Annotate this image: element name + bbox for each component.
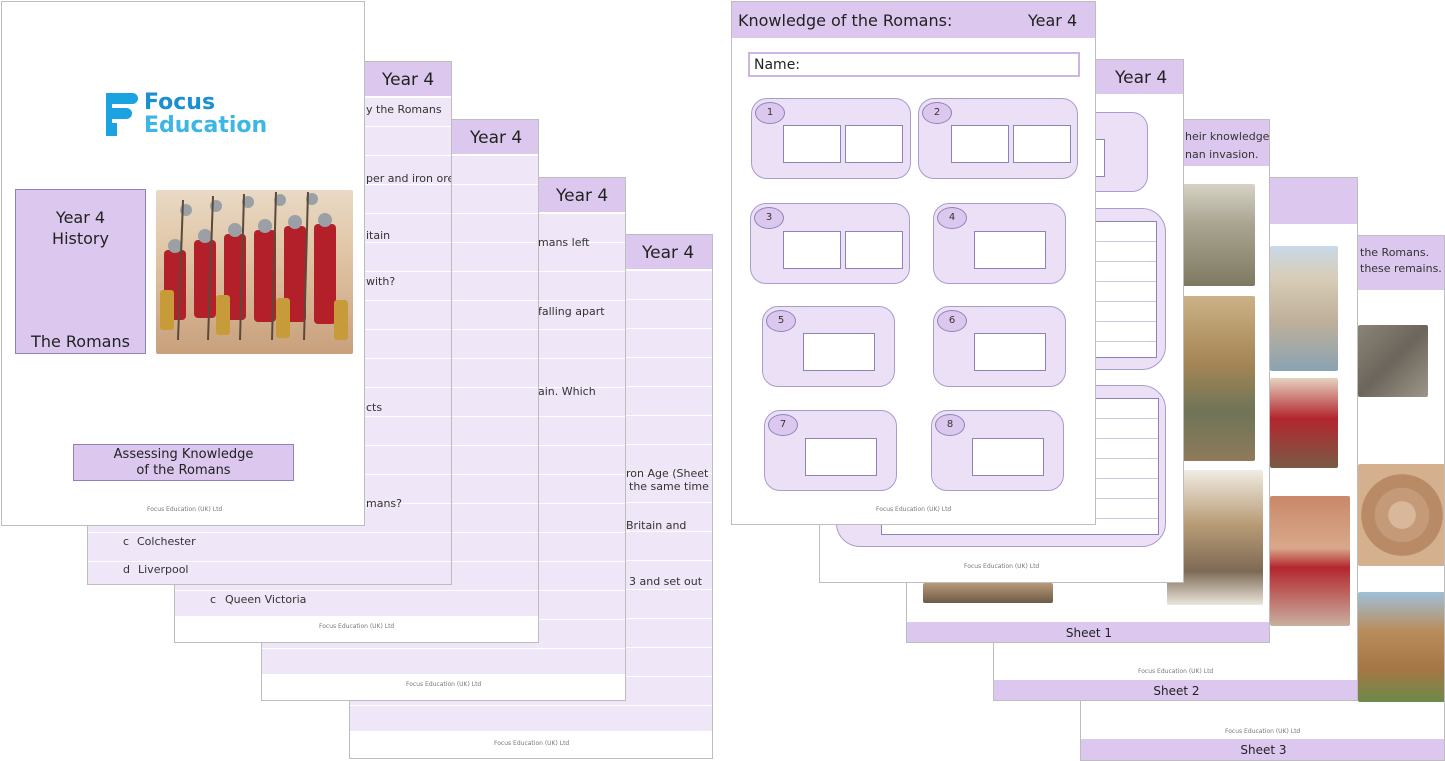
option-d-label: d bbox=[123, 563, 130, 576]
sheet-1-label: Sheet 1 bbox=[1065, 626, 1113, 640]
sheet-3-text: these remains. bbox=[1360, 262, 1442, 275]
worksheet-year: Year 4 bbox=[1028, 11, 1078, 30]
cover-page: Focus Education Year 4 History The Roman… bbox=[1, 1, 365, 526]
name-label: Name: bbox=[754, 57, 801, 73]
page-footer: Focus Education (UK) Ltd bbox=[876, 506, 952, 513]
answer-box[interactable] bbox=[845, 125, 903, 163]
cover-topic: The Romans bbox=[31, 332, 130, 351]
question-text: the same time bbox=[629, 480, 709, 493]
logo-mark-icon bbox=[106, 93, 140, 137]
sheet-2-label-bar: Sheet 2 bbox=[994, 680, 1357, 700]
year-label: Year 4 bbox=[470, 128, 523, 148]
name-field[interactable]: Name: bbox=[748, 52, 1080, 77]
page-footer: Focus Education (UK) Ltd bbox=[1225, 728, 1301, 735]
answer-card-4: 4 bbox=[933, 203, 1066, 284]
page-footer: Focus Education (UK) Ltd bbox=[319, 623, 395, 630]
sheet-1-text: nan invasion. bbox=[1185, 148, 1259, 161]
page-footer: Focus Education (UK) Ltd bbox=[494, 740, 570, 747]
question-text: cts bbox=[366, 401, 383, 414]
year-label: Year 4 bbox=[556, 186, 609, 206]
legion-photo bbox=[1270, 378, 1338, 468]
answer-box[interactable] bbox=[972, 438, 1044, 476]
trevi-fountain-photo bbox=[1270, 246, 1338, 371]
answer-card-5: 5 bbox=[762, 306, 895, 387]
question-text: ain. Which bbox=[538, 385, 596, 398]
banner-line-2: of the Romans bbox=[136, 463, 231, 478]
sheet-3-label: Sheet 3 bbox=[1240, 743, 1287, 757]
roman-road-photo bbox=[1358, 325, 1428, 397]
roman-soldiers-photo bbox=[156, 190, 353, 354]
card-number: 8 bbox=[935, 414, 965, 436]
question-text: ron Age (Sheet bbox=[626, 467, 709, 480]
question-text: mans left bbox=[538, 236, 590, 249]
card-number: 6 bbox=[937, 310, 967, 332]
worksheet-page: Knowledge of the Romans: Year 4 Name: 1 … bbox=[731, 1, 1096, 525]
answer-box[interactable] bbox=[1013, 125, 1071, 163]
question-text: mans? bbox=[366, 497, 402, 510]
year-label: Year 4 bbox=[1115, 68, 1168, 88]
banner-line-1: Assessing Knowledge bbox=[113, 447, 254, 462]
aqueduct-photo bbox=[1358, 592, 1444, 702]
option-text: Colchester bbox=[137, 535, 196, 548]
page-footer: Focus Education (UK) Ltd bbox=[406, 681, 482, 688]
option-text: Queen Victoria bbox=[225, 593, 307, 606]
sheet-3-label-bar: Sheet 3 bbox=[1081, 739, 1444, 760]
roman-soldier-photo bbox=[1270, 496, 1350, 626]
question-text: itain bbox=[366, 229, 391, 242]
answer-card-7: 7 bbox=[764, 410, 897, 491]
roundhouse-photo bbox=[1183, 296, 1255, 461]
option-c-label: c bbox=[123, 535, 130, 548]
question-text: Britain and bbox=[626, 519, 687, 532]
sheet-1-text: heir knowledge, bbox=[1185, 130, 1270, 143]
logo-text-focus: Focus bbox=[144, 90, 216, 115]
answer-card-6: 6 bbox=[933, 306, 1066, 387]
worksheet-title: Knowledge of the Romans: bbox=[738, 11, 953, 30]
landscape-photo bbox=[923, 583, 1053, 603]
option-c-label: c bbox=[210, 593, 217, 606]
answer-card-2: 2 bbox=[918, 98, 1078, 179]
worksheet-header: Knowledge of the Romans: Year 4 bbox=[732, 2, 1095, 38]
focus-education-logo: Focus Education bbox=[106, 90, 268, 141]
answer-card-3: 3 bbox=[750, 203, 910, 284]
cover-title-box: Year 4 History The Romans bbox=[15, 189, 146, 354]
card-number: 4 bbox=[937, 207, 967, 229]
question-text: falling apart bbox=[538, 305, 605, 318]
mosaic-photo bbox=[1358, 464, 1444, 566]
answer-box[interactable] bbox=[845, 231, 903, 269]
page-footer: Focus Education (UK) Ltd bbox=[1138, 668, 1214, 675]
card-number: 5 bbox=[766, 310, 796, 332]
card-number: 2 bbox=[922, 102, 952, 124]
sheet-3-text: the Romans. bbox=[1360, 246, 1430, 259]
answer-card-8: 8 bbox=[931, 410, 1064, 491]
answer-box[interactable] bbox=[783, 231, 841, 269]
answer-card-1: 1 bbox=[751, 98, 911, 179]
sheet-2-label: Sheet 2 bbox=[1153, 684, 1200, 698]
answer-box[interactable] bbox=[974, 231, 1046, 269]
cover-subject: History bbox=[52, 229, 109, 248]
page-footer: Focus Education (UK) Ltd bbox=[964, 563, 1040, 570]
card-number: 1 bbox=[755, 102, 785, 124]
answer-box[interactable] bbox=[805, 438, 877, 476]
question-text: per and iron ore bbox=[366, 172, 452, 185]
soldiers-illustration bbox=[160, 191, 348, 341]
year-label: Year 4 bbox=[642, 243, 695, 263]
option-text: Liverpool bbox=[138, 563, 189, 576]
question-text: 3 and set out bbox=[629, 575, 703, 588]
answer-box[interactable] bbox=[783, 125, 841, 163]
cover-banner: Assessing Knowledge of the Romans bbox=[73, 444, 294, 481]
year-label: Year 4 bbox=[382, 70, 435, 90]
hill-fort-photo bbox=[1183, 184, 1255, 286]
cover-year: Year 4 bbox=[55, 208, 106, 227]
page-footer: Focus Education (UK) Ltd bbox=[147, 506, 223, 513]
card-number: 7 bbox=[768, 414, 798, 436]
question-text: y the Romans bbox=[366, 103, 442, 116]
answer-box[interactable] bbox=[803, 333, 875, 371]
logo-text-education: Education bbox=[144, 113, 268, 138]
sheet-1-label-bar: Sheet 1 bbox=[907, 622, 1269, 642]
answer-box[interactable] bbox=[951, 125, 1009, 163]
question-text: with? bbox=[366, 275, 396, 288]
card-number: 3 bbox=[754, 207, 784, 229]
answer-box[interactable] bbox=[974, 333, 1046, 371]
